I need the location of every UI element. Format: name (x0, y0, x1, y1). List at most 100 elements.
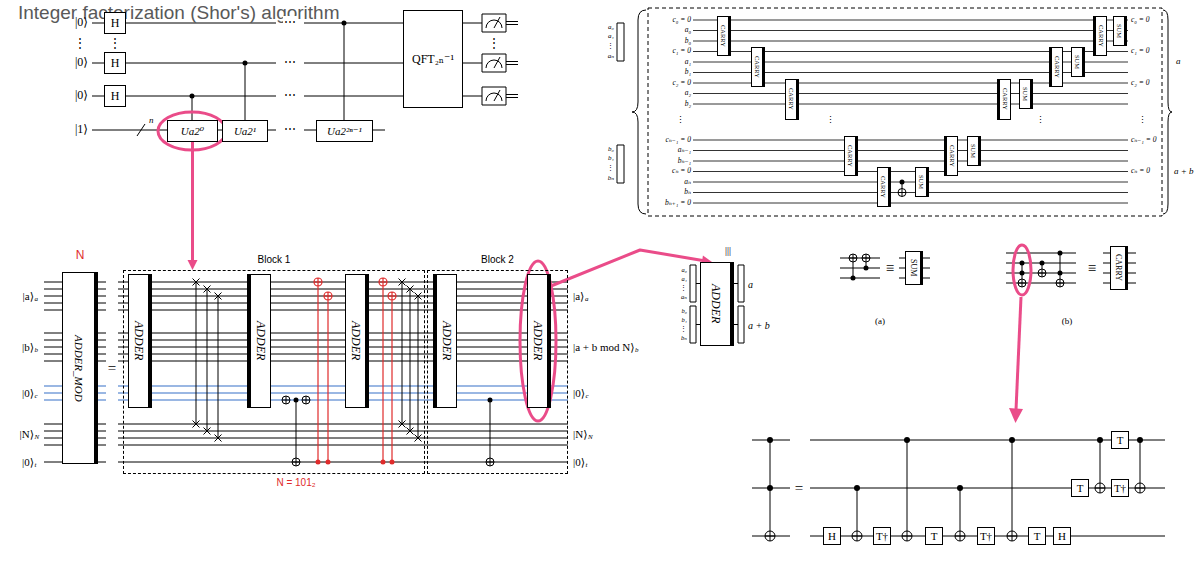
subscript-label: c (586, 393, 589, 401)
gate-label: ADDER (441, 321, 453, 360)
subscript-label: b (635, 347, 639, 355)
circuit-label: a₁ (608, 33, 614, 41)
gate-label: CARRY (754, 56, 761, 78)
sum-gate: SUM (967, 136, 981, 166)
gate-label: Ua2¹ (234, 126, 256, 137)
circuit-label: aₙ (608, 53, 614, 61)
circuit-label: a₁ (685, 58, 691, 66)
modexp-gate: Ua2⁰ (167, 120, 218, 142)
carry-gate: CARRY (944, 136, 958, 176)
gate-label: SUM (970, 144, 977, 158)
circuit-label: aₙ₋₁ (678, 146, 691, 154)
gate-label: ADDER (710, 284, 722, 323)
block-heading: Block 2 (428, 255, 567, 265)
circuit-label: a₂ (685, 89, 691, 97)
gate-label: CARRY (720, 25, 727, 47)
subscript-label: N (588, 434, 593, 442)
circuit-label: c₂ = 0 (1131, 79, 1150, 87)
carry-gate: CARRY (1093, 16, 1107, 56)
subscript-label: t (35, 462, 37, 470)
circuit-label: |0⟩ (75, 56, 88, 69)
circuit-label: ⋯ (283, 89, 297, 102)
circuit-label: a₁ (681, 275, 687, 282)
gate-label: H (111, 57, 120, 69)
gate-label: T (1077, 483, 1084, 494)
circuit-label: |a⟩ (23, 290, 34, 302)
adder-box: ADDER (527, 274, 551, 408)
circuit-label: ⋮ (680, 284, 687, 291)
circuit-label: = (108, 360, 116, 377)
gate-label: CARRY (847, 145, 854, 167)
adder-wires (693, 20, 1128, 203)
gate-label: ADDER_MOD (73, 335, 84, 402)
gate-label: CARRY (880, 176, 887, 198)
t-gate: T (1111, 431, 1129, 449)
gate-label: T† (876, 531, 888, 542)
sum-gate: SUM (905, 251, 923, 285)
hadamard-gate: H (104, 52, 126, 74)
hadamard-gate: H (104, 12, 126, 34)
circuit-label: ⋮ (488, 37, 500, 50)
gate-wires (840, 253, 1136, 283)
sum-gate: SUM (1113, 16, 1127, 46)
gate-label: T (1034, 531, 1041, 542)
hadamard-gate: H (823, 527, 841, 545)
adder-box: ADDER (247, 274, 271, 408)
circuit-label: b₀ (685, 37, 691, 45)
gate-label: SUM (1116, 24, 1123, 38)
highlight-ellipse (520, 261, 556, 421)
adder-box: ADDER (128, 274, 152, 408)
circuit-label: b₁ (608, 155, 614, 163)
circuit-label: ⋮ (676, 116, 685, 126)
gate-label: SUM (1074, 55, 1081, 69)
sum-gate: SUM (915, 167, 929, 197)
circuit-label: aₙ (684, 178, 691, 186)
circuit-label: b₁ (681, 316, 687, 323)
subscript-label: N (35, 434, 40, 442)
circuit-label: |a + b mod N⟩ (573, 341, 635, 353)
circuit-label: |0⟩ (75, 16, 88, 29)
circuit-label: |0⟩ (573, 387, 585, 399)
circuit-label: bₙ₋₁ (678, 157, 691, 165)
circuit-label: ⋮ (109, 37, 121, 50)
circuit-label: bₙ (684, 188, 691, 196)
gate-label: ADDER (133, 321, 145, 360)
zoom-connector-line (191, 142, 194, 262)
zoom-arrow (1016, 297, 1021, 410)
qft-box: QFT₂ₙ⁻¹ (403, 10, 463, 108)
carry-gate: CARRY (877, 167, 891, 207)
t-gate: T (925, 527, 943, 545)
control-dots (315, 459, 394, 464)
gate-label: T (931, 531, 938, 542)
gate-label: CARRY (949, 145, 956, 167)
circuit-label: b₁ (685, 68, 691, 76)
modexp-gate: Ua2¹ (222, 120, 268, 142)
gate-label: T (1117, 435, 1124, 446)
circuit-label: ⋮ (1138, 116, 1147, 126)
control-dots (190, 21, 347, 99)
hadamard-gate: H (104, 85, 126, 107)
gate-label: H (111, 17, 120, 29)
gate-label: SUM (1022, 87, 1029, 101)
circuit-label: cₙ = 0 (1131, 167, 1150, 175)
gate-label: H (828, 531, 836, 542)
adder-box: ADDER (433, 274, 457, 408)
circuit-label: |0⟩ (75, 89, 88, 102)
modexp-gate: Ua2²ⁿ⁻¹ (316, 120, 373, 142)
gate-label: SUM (909, 259, 917, 276)
gate-label: ADDER (350, 321, 362, 360)
circuit-label: a₀ (608, 24, 614, 32)
gate-label: T† (1114, 483, 1126, 494)
circuit-label: a₀ (685, 26, 691, 34)
circuit-label: bₙ₊₁ = 0 (665, 199, 691, 207)
carry-gate: CARRY (785, 79, 799, 120)
gate-label: CARRY (788, 88, 795, 110)
adder-box: ADDER (700, 262, 734, 346)
gate-label: H (1058, 531, 1066, 542)
circuit-label: |0⟩ (573, 456, 585, 468)
circuit-label: cₙ₋₁ = 0 (666, 136, 692, 144)
circuit-label: a + b (1174, 167, 1194, 177)
circuit-block: Block 2ADDERADDER (427, 270, 568, 474)
circuit-label: N (76, 249, 85, 262)
